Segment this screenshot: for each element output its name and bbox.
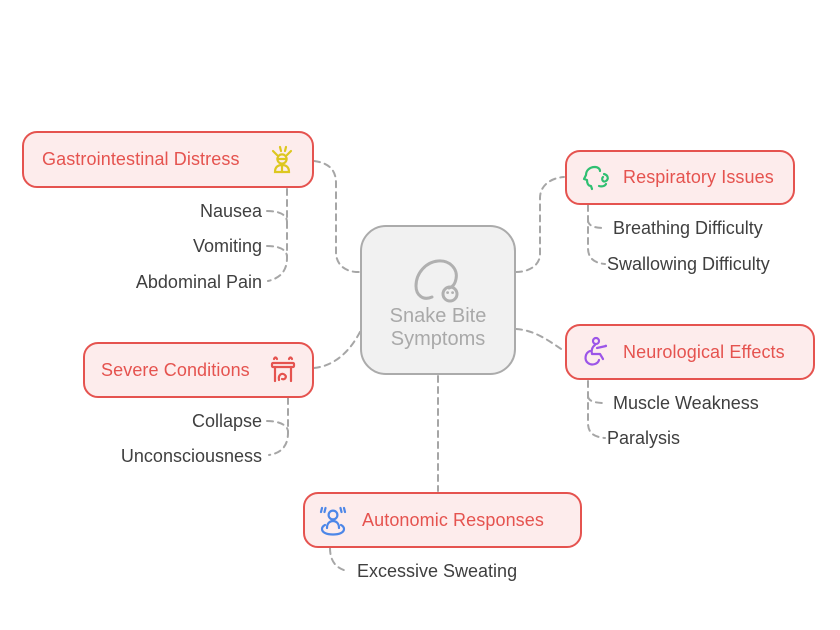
connector-severe-center	[313, 329, 362, 369]
branch-label-severe: Severe Conditions	[101, 359, 250, 380]
breathing-face-icon	[579, 162, 613, 194]
connector-vomiting	[266, 245, 288, 258]
wheelchair-icon	[579, 335, 613, 369]
connector-severe-children-spine	[268, 397, 289, 456]
connector-excessive-sweating	[329, 547, 348, 572]
branch-node-gastrointestinal: Gastrointestinal Distress	[22, 131, 314, 188]
connector-gastro-center	[313, 160, 362, 273]
connector-respiratory-children-spine	[587, 204, 606, 265]
branch-label-gastrointestinal: Gastrointestinal Distress	[42, 149, 240, 169]
branch-label-neurological: Neurological Effects	[623, 341, 785, 362]
sweating-person-icon	[315, 503, 351, 537]
collapse-shelter-icon	[266, 353, 300, 387]
child-label-unconsciousness: Unconsciousness	[120, 446, 262, 466]
child-label-collapse: Collapse	[191, 411, 262, 431]
branch-node-neurological: Neurological Effects	[565, 324, 815, 380]
child-label-muscle-weakness: Muscle Weakness	[613, 393, 759, 413]
connector-gastro-children-spine	[267, 188, 288, 282]
connector-breathing	[587, 219, 605, 229]
branch-node-severe: Severe Conditions	[83, 342, 314, 398]
branch-label-respiratory: Respiratory Issues	[623, 167, 774, 187]
branch-label-autonomic: Autonomic Responses	[362, 509, 544, 530]
connector-center-neurological	[515, 328, 565, 352]
center-node-label: Snake Bite Symptoms	[389, 305, 487, 350]
child-label-swallowing-difficulty: Swallowing Difficulty	[607, 254, 770, 274]
branch-node-respiratory: Respiratory Issues	[565, 150, 795, 205]
connector-neuro-children-spine	[587, 380, 606, 439]
connector-nausea	[266, 210, 288, 223]
branch-node-autonomic: Autonomic Responses	[303, 492, 582, 548]
child-label-breathing-difficulty: Breathing Difficulty	[613, 218, 763, 238]
snake-icon	[414, 259, 459, 303]
nausea-person-icon	[266, 143, 298, 177]
connector-muscle-weakness	[587, 395, 605, 404]
center-node-snake-bite-symptoms: Snake Bite Symptoms	[360, 225, 516, 375]
child-label-paralysis: Paralysis	[607, 428, 681, 448]
connector-center-respiratory	[515, 176, 565, 273]
child-label-vomiting: Vomiting	[192, 236, 262, 256]
child-label-abdominal-pain: Abdominal Pain	[135, 272, 262, 292]
connector-collapse	[266, 420, 289, 432]
child-label-nausea: Nausea	[199, 201, 262, 221]
child-label-excessive-sweating: Excessive Sweating	[357, 561, 518, 581]
